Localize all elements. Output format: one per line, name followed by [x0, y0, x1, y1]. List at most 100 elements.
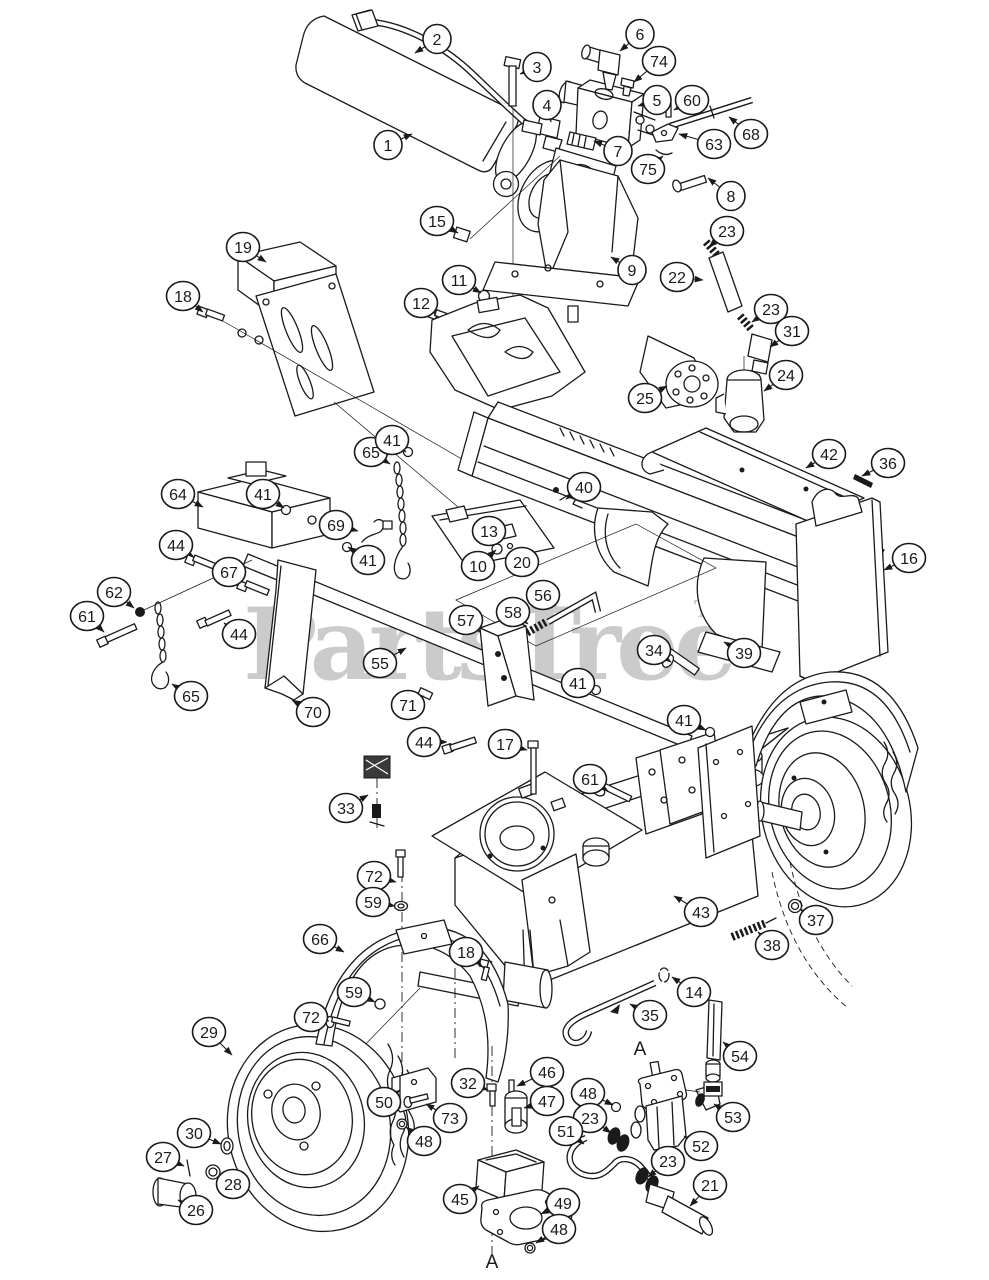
part-chain-65a [280, 446, 602, 696]
callout-number: 44 [415, 735, 433, 752]
callout-circle [450, 1067, 486, 1099]
callout-number: 10 [469, 559, 487, 576]
callout-number: 64 [169, 487, 187, 504]
callout-number: 21 [701, 1178, 719, 1195]
callout-23: 23 [708, 215, 745, 248]
callout-circle [419, 205, 455, 237]
callout-28: 28 [215, 1168, 251, 1200]
callout-66: 66 [302, 923, 345, 955]
callout-circle [318, 509, 354, 541]
callout-number: 47 [538, 1094, 556, 1111]
callout-circle [403, 287, 439, 319]
callout-circle [328, 792, 364, 824]
callout-circle [709, 215, 745, 247]
callout-circle [666, 704, 702, 736]
callout-circle [726, 637, 762, 669]
part-spring-rod [521, 591, 602, 639]
callout-circle [641, 45, 677, 77]
part-hose-2 [355, 9, 540, 133]
callout-circle [754, 929, 790, 961]
callout-number: 41 [675, 713, 693, 730]
part-nut-15 [452, 226, 471, 243]
callout-43: 43 [673, 895, 719, 928]
callout-number: 18 [457, 945, 475, 962]
callout-57: 57 [448, 604, 484, 636]
callout-number: 26 [187, 1203, 205, 1220]
callout-41: 41 [560, 667, 596, 699]
callout-71: 71 [390, 689, 426, 721]
callout-52: 52 [683, 1130, 719, 1162]
callout-number: 36 [879, 456, 897, 473]
callout-number: 43 [692, 905, 710, 922]
callout-number: 69 [327, 518, 345, 535]
callout-36: 36 [861, 447, 906, 479]
callout-62: 62 [96, 576, 135, 609]
callout-5: 5 [637, 84, 672, 116]
hose-fitting [355, 9, 379, 31]
callout-21: 21 [689, 1169, 728, 1207]
callout-number: 61 [78, 609, 96, 626]
callout-1: 1 [373, 129, 413, 161]
callout-number: 32 [459, 1076, 477, 1093]
callout-number: 13 [480, 524, 498, 541]
callout-number: 2 [433, 32, 442, 49]
callout-41: 41 [347, 544, 386, 576]
callout-number: 70 [304, 705, 322, 722]
part-end-block-16 [795, 488, 889, 683]
callout-circle [442, 1183, 478, 1215]
callout-circle [548, 1115, 584, 1147]
part-chain-65b [150, 661, 170, 690]
callout-circle [617, 254, 647, 286]
part-pin-36 [853, 474, 873, 488]
callout-41: 41 [666, 704, 707, 736]
callout-49: 49 [540, 1187, 581, 1219]
callout-6: 6 [619, 18, 655, 52]
callout-number: 67 [220, 565, 238, 582]
callout-47: 47 [523, 1085, 565, 1117]
callout-circle [69, 600, 105, 632]
callout-number: 29 [200, 1025, 218, 1042]
callout-circle [355, 886, 391, 918]
callout-circle [683, 896, 719, 928]
part-clip-14 [658, 967, 670, 983]
callout-circle [173, 680, 209, 712]
callout-number: 11 [451, 273, 468, 290]
callout-number: 30 [185, 1126, 203, 1143]
part-spring-38 [730, 919, 768, 941]
callout-number: 3 [533, 60, 542, 77]
callout-circle [560, 667, 596, 699]
part-nut-41d [704, 726, 716, 738]
part-cotter-27 [186, 1159, 191, 1177]
callout-circle [753, 293, 789, 325]
callout-number: 7 [614, 144, 623, 161]
callout-number: 22 [668, 270, 686, 287]
callout-circle [487, 728, 523, 760]
part-right-wheel [697, 671, 919, 1009]
callout-54: 54 [722, 1040, 758, 1072]
callout-12: 12 [403, 287, 439, 319]
part-clevis-63 [651, 123, 679, 143]
callout-8: 8 [707, 177, 746, 212]
section-label-layer: AA [486, 1039, 647, 1273]
callout-circle [373, 129, 403, 161]
callout-circle [722, 1040, 758, 1072]
callout-number: 54 [731, 1049, 749, 1066]
callout-circle [293, 1001, 329, 1033]
callout-number: 60 [683, 93, 701, 110]
callout-number: 40 [575, 480, 593, 497]
callout-number: 66 [311, 932, 329, 949]
callout-69: 69 [318, 509, 359, 541]
callout-circle [406, 1125, 442, 1157]
callout-18: 18 [165, 280, 204, 313]
callout-circle [441, 264, 477, 296]
callout-number: 23 [762, 302, 780, 319]
part-bolt-17 [527, 740, 539, 749]
callout-14: 14 [671, 976, 712, 1008]
part-bracket-19 [196, 241, 506, 541]
callout-number: 37 [807, 913, 825, 930]
callout-circle [696, 128, 732, 160]
callout-70: 70 [291, 696, 331, 728]
callout-circle [504, 546, 540, 578]
part-valve-assembly [521, 44, 673, 156]
callout-circle [350, 544, 386, 576]
